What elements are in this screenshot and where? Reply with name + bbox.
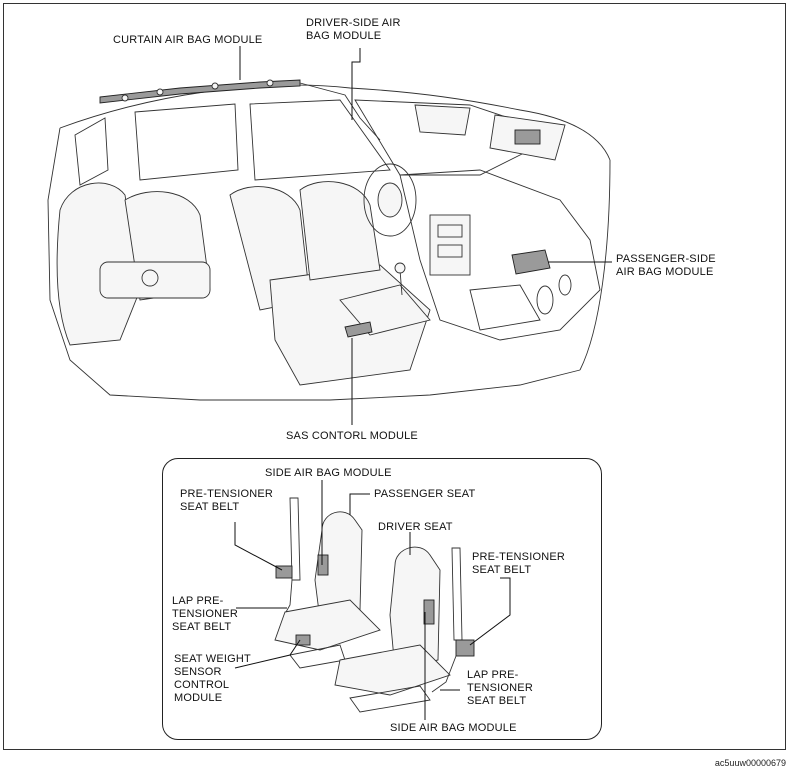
seats-illustration <box>274 497 475 713</box>
label-pre-tensioner-seat-belt-right: PRE-TENSIONER SEAT BELT <box>472 551 566 576</box>
leader-lines-inset <box>234 480 511 720</box>
label-driver-seat: DRIVER SEAT <box>378 521 453 533</box>
leader-lines-upper <box>239 46 612 425</box>
seat-detail-inset <box>162 458 602 740</box>
label-driver-side-air-bag-module: DRIVER-SIDE AIR BAG MODULE <box>306 17 401 42</box>
figure-code: ac5uuw00000679 <box>714 758 786 768</box>
label-passenger-seat: PASSENGER SEAT <box>374 488 476 500</box>
vehicle-interior-illustration <box>47 79 611 401</box>
label-curtain-air-bag-module: CURTAIN AIR BAG MODULE <box>113 34 263 46</box>
figure-frame <box>3 3 786 750</box>
label-passenger-side-air-bag-module: PASSENGER-SIDE AIR BAG MODULE <box>616 253 716 278</box>
label-pre-tensioner-seat-belt-left: PRE-TENSIONER SEAT BELT <box>180 488 274 513</box>
label-seat-weight-sensor-control-module: SEAT WEIGHT SENSOR CONTROL MODULE <box>174 653 251 704</box>
label-side-air-bag-module-top: SIDE AIR BAG MODULE <box>265 467 392 479</box>
label-sas-control-module: SAS CONTORL MODULE <box>286 430 418 442</box>
label-lap-pre-tensioner-seat-belt-right: LAP PRE- TENSIONER SEAT BELT <box>467 669 533 707</box>
label-side-air-bag-module-bottom: SIDE AIR BAG MODULE <box>390 722 517 734</box>
label-lap-pre-tensioner-seat-belt-left: LAP PRE- TENSIONER SEAT BELT <box>172 595 238 633</box>
